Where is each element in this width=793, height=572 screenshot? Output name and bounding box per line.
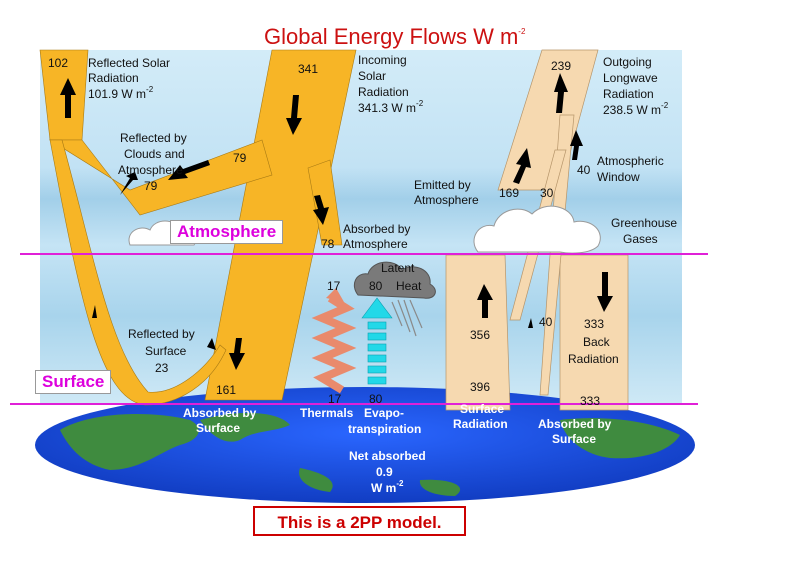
surface-rad-bottom-value: 396	[470, 380, 490, 394]
back-radiation-column	[559, 254, 629, 411]
arrow-emitted-up	[513, 148, 531, 184]
emitted-atm-label-1: Emitted by	[414, 178, 471, 192]
emitted-atm-value: 169	[499, 186, 519, 200]
diagram-title: Global Energy Flows W m-2	[264, 24, 526, 49]
back-rad-label-1: Back	[583, 335, 611, 349]
arrow-u-curve	[92, 305, 97, 318]
window-value-low: 40	[539, 315, 553, 329]
arrow-outgoing-up	[554, 73, 568, 113]
surface-rad-label-1: Surface	[460, 402, 504, 416]
reflected-clouds-label-4: 79	[144, 179, 158, 193]
absorbed-surface2-label-2: Surface	[552, 432, 596, 446]
emitted-atm-label-2: Atmosphere	[414, 193, 479, 207]
reflected-surface-label-2: Surface	[145, 344, 187, 358]
outgoing-lw-label-2: Longwave	[603, 71, 658, 85]
thermals-bottom-value: 17	[328, 392, 342, 406]
arrow-back-down	[597, 272, 613, 312]
reflected-surface-label-3: 23	[155, 361, 169, 375]
absorbed-atm-label-1: Absorbed by	[343, 222, 410, 236]
cloud-right	[473, 205, 601, 254]
back-rad-label-2: Radiation	[568, 352, 619, 366]
outgoing-lw-label-3: Radiation	[603, 87, 654, 101]
evapo-label-1: Evapo-	[364, 406, 404, 420]
greenhouse-label-2: Gases	[623, 232, 658, 246]
absorbed-atm-branch	[307, 159, 343, 246]
arrow-reflected-up	[60, 78, 76, 118]
surface-label: Surface	[35, 370, 112, 394]
evapo-label-2: transpiration	[348, 422, 421, 436]
net-label-3: W m-2	[371, 479, 404, 495]
absorbed-surface2-label-1: Absorbed by	[538, 417, 612, 431]
arrow-incoming-down	[286, 95, 302, 135]
reflected-solar-label-2: Radiation	[88, 71, 139, 85]
outgoing-lw-label-4: 238.5 W m-2	[603, 101, 669, 117]
greenhouse-label-1: Greenhouse	[611, 216, 677, 230]
thermals-label: Thermals	[300, 406, 354, 420]
rain-cloud	[353, 261, 436, 337]
latent-value: 80	[369, 279, 383, 293]
reflected-solar-label-1: Reflected Solar	[88, 56, 170, 70]
absorbed-surface-label-2: Surface	[196, 421, 240, 435]
window-value-mid: 40	[577, 163, 591, 177]
incoming-solar-label-4: 341.3 W m-2	[358, 99, 424, 115]
reflected-clouds-value: 79	[233, 151, 247, 165]
absorbed-surface-label-1: Absorbed by	[183, 406, 257, 420]
incoming-solar-label-2: Solar	[358, 69, 386, 83]
incoming-solar-label-3: Radiation	[358, 85, 409, 99]
incoming-solar-label-1: Incoming	[358, 53, 407, 67]
thermals-arrowhead	[326, 288, 344, 302]
latent-label-2: Heat	[396, 279, 422, 293]
window-label-1: Atmospheric	[597, 154, 664, 168]
reflected-clouds-branch	[48, 139, 273, 216]
window-value-top: 30	[540, 186, 554, 200]
direction-arrows	[60, 73, 613, 370]
absorbed-atm-label-2: Atmosphere	[343, 237, 408, 251]
surface-rad-label-2: Radiation	[453, 417, 508, 431]
arrow-window-up	[570, 130, 583, 160]
atmosphere-label: Atmosphere	[170, 220, 284, 244]
absorbed-atm-value: 78	[321, 237, 335, 251]
arrow-absorbed-atm	[313, 195, 329, 225]
arrow-clouds-up	[120, 172, 138, 195]
model-note: This is a 2PP model.	[253, 506, 466, 536]
arrow-window-low	[528, 318, 533, 328]
thermals-zigzag	[311, 294, 357, 394]
earth-globe	[35, 387, 695, 503]
arrow-clouds-left	[168, 160, 210, 180]
reflected-solar-value: 102	[48, 56, 68, 70]
absorbed-surface-value: 161	[216, 383, 236, 397]
incoming-solar-value: 341	[298, 62, 318, 76]
back-rad-top-value: 333	[584, 317, 604, 331]
reflected-solar-label-3: 101.9 W m-2	[88, 85, 154, 101]
thermals-top-value: 17	[327, 279, 341, 293]
reflected-clouds-label-3: Atmosphere	[118, 163, 183, 177]
surface-rad-top-value: 356	[470, 328, 490, 342]
net-label-1: Net absorbed	[349, 449, 426, 463]
reflected-surface-curve	[49, 139, 227, 406]
outgoing-lw-label-1: Outgoing	[603, 55, 652, 69]
reflected-clouds-label-1: Reflected by	[120, 131, 187, 145]
latent-label-1: Latent	[381, 261, 415, 275]
reflected-clouds-label-2: Clouds and	[124, 147, 185, 161]
evapo-bottom-value: 80	[369, 392, 383, 406]
continents	[60, 412, 680, 496]
arrow-absorbed-surface	[229, 338, 245, 370]
evapo-arrow	[361, 297, 393, 385]
window-label-2: Window	[597, 170, 640, 184]
arrow-surface-up	[477, 284, 493, 318]
reflected-surface-label-1: Reflected by	[128, 327, 195, 341]
arrow-reflected-surface	[207, 338, 216, 350]
net-label-2: 0.9	[376, 465, 393, 479]
outgoing-lw-value: 239	[551, 59, 571, 73]
back-rad-bottom-value: 333	[580, 394, 600, 408]
